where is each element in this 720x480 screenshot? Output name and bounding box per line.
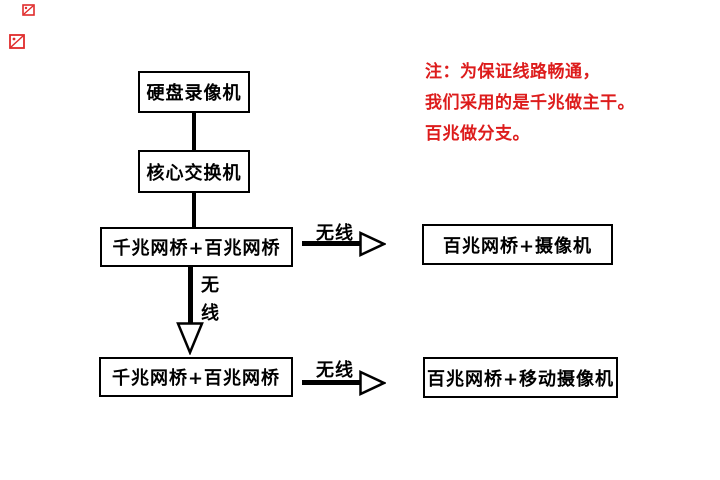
node-bridge-pair-top-label: 千兆网桥+百兆网桥: [112, 238, 281, 259]
wireless-label-vertical-char2: 线: [201, 303, 220, 324]
node-camera-branch-label: 百兆网桥+摄像机: [442, 235, 593, 257]
annotation-note-line1: 注：为保证线路畅通，: [425, 62, 600, 82]
node-core-switch-label: 核心交换机: [146, 162, 242, 184]
broken-image-icon: [9, 34, 25, 49]
annotation-note-line3: 百兆做分支。: [425, 124, 530, 144]
node-bridge-pair-top: 千兆网桥+百兆网桥: [100, 227, 293, 267]
node-dvr: 硬盘录像机: [138, 71, 250, 113]
node-bridge-pair-bottom: 千兆网桥+百兆网桥: [99, 357, 293, 397]
broken-image-icon: [22, 4, 35, 16]
annotation-note: 注：为保证线路畅通， 我们采用的是千兆做主干。 百兆做分支。: [425, 57, 685, 150]
node-bridge-pair-bottom-label: 千兆网桥+百兆网桥: [111, 368, 281, 389]
node-mobile-camera-branch: 百兆网桥+移动摄像机: [423, 357, 618, 398]
node-mobile-camera-branch-label: 百兆网桥+移动摄像机: [426, 368, 615, 390]
wireless-label-top: 无线: [316, 223, 354, 244]
annotation-note-line2: 我们采用的是千兆做主干。: [425, 93, 635, 113]
node-dvr-label: 硬盘录像机: [146, 83, 242, 104]
arrow-vertical-shaft: [188, 267, 193, 324]
wireless-label-bottom: 无线: [316, 360, 354, 381]
connector-core-switch-to-bridge: [192, 192, 196, 229]
connector-dvr-to-core-switch: [192, 112, 196, 152]
arrowhead-right-icon: [359, 370, 386, 396]
arrow-bottom-shaft: [302, 380, 362, 385]
arrowhead-down-icon: [176, 322, 204, 355]
arrowhead-right-icon: [359, 231, 386, 257]
node-camera-branch: 百兆网桥+摄像机: [422, 224, 613, 265]
node-core-switch: 核心交换机: [138, 150, 250, 193]
arrow-top-shaft: [302, 241, 362, 246]
wireless-label-vertical-char1: 无: [201, 275, 220, 296]
